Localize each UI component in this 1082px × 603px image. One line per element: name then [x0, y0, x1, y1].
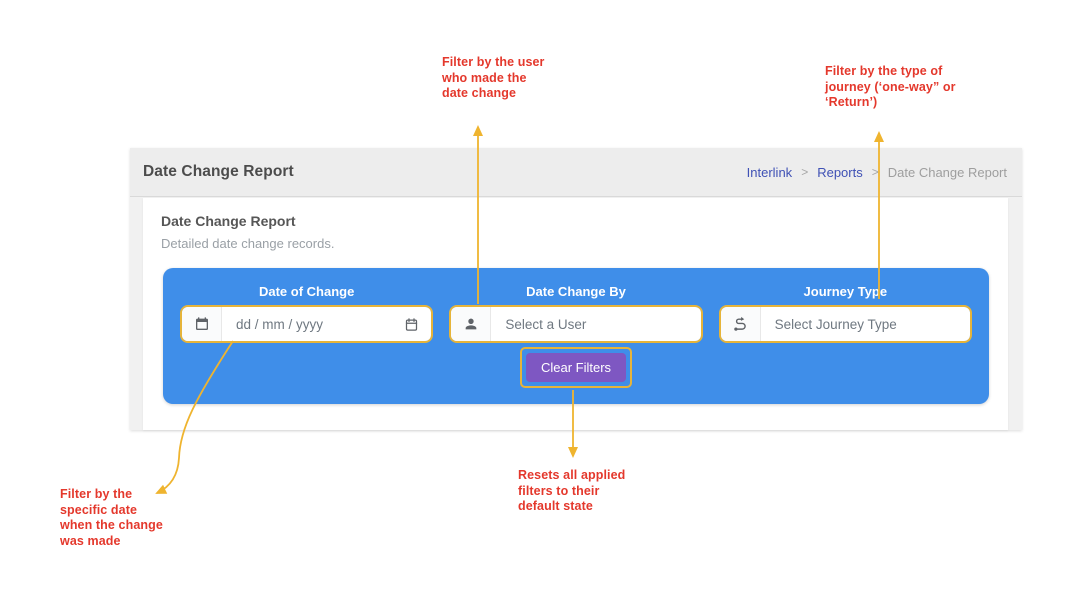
user-icon — [451, 307, 492, 341]
breadcrumb-reports[interactable]: Reports — [817, 164, 863, 180]
filter-journey-type: Journey Type — [718, 284, 972, 343]
annotation-journey-filter: Filter by the type of journey (‘one-way”… — [825, 64, 956, 109]
breadcrumb: Interlink > Reports > Date Change Report — [747, 165, 1007, 180]
page-title: Date Change Report — [143, 163, 294, 180]
breadcrumb-interlink[interactable]: Interlink — [746, 164, 793, 180]
card-subtitle: Detailed date change records. — [161, 236, 335, 251]
filter-label-journey-type: Journey Type — [803, 284, 888, 299]
breadcrumb-separator-icon: > — [801, 165, 809, 179]
filter-label-date-change-by: Date Change By — [526, 284, 626, 299]
journey-type-select[interactable] — [760, 316, 970, 332]
filter-panel: Date of Change — [163, 268, 989, 404]
card-title: Date Change Report — [161, 213, 296, 229]
annotation-clear-filters: Resets all applied filters to their defa… — [518, 468, 626, 513]
filter-date-change-by: Date Change By — [449, 284, 703, 343]
report-card: Date Change Report Detailed date change … — [143, 198, 1008, 430]
filter-date-of-change: Date of Change — [180, 284, 434, 343]
filter-label-date-of-change: Date of Change — [258, 284, 355, 299]
date-picker-icon[interactable] — [404, 317, 419, 332]
calendar-icon — [182, 307, 222, 341]
page-header: Date Change Report Interlink > Reports >… — [130, 148, 1022, 197]
breadcrumb-separator-icon: > — [871, 165, 879, 179]
clear-filters-button[interactable]: Clear Filters — [525, 353, 627, 382]
highlight-journey-type — [718, 305, 972, 343]
annotation-user-filter: Filter by the user who made the date cha… — [442, 55, 545, 100]
route-icon — [720, 307, 761, 341]
breadcrumb-current: Date Change Report — [887, 164, 1007, 180]
annotation-date-filter: Filter by the specific date when the cha… — [60, 487, 163, 548]
report-page: Date Change Report Interlink > Reports >… — [130, 148, 1022, 430]
highlight-date-change-by — [449, 305, 703, 343]
date-of-change-input[interactable] — [222, 316, 405, 332]
highlight-date-of-change — [180, 305, 434, 343]
highlight-clear-filters: Clear Filters — [519, 347, 633, 388]
date-change-by-select[interactable] — [491, 316, 701, 332]
